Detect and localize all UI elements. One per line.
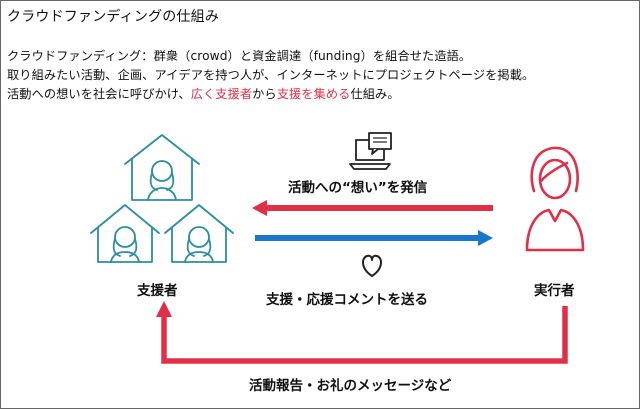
description-line-2: 取り組みたい活動、企画、アイデアを持つ人が、インターネットにプロジェクトページを… xyxy=(7,68,535,82)
flow-label-bottom: 活動報告・お礼のメッセージなど xyxy=(249,378,452,394)
flow-label-middle: 支援・応援コメントを送る xyxy=(266,292,428,308)
highlight-supporters: 広く支援者 xyxy=(190,87,253,101)
house-person-icon xyxy=(90,204,160,263)
executor-label: 実行者 xyxy=(534,283,575,299)
feedback-loop-arrow xyxy=(161,306,568,364)
flow-label-top: 活動への“想い”を発信 xyxy=(288,180,428,196)
highlight-collect-support: 支援を集める xyxy=(276,87,351,101)
person-icon xyxy=(525,146,585,252)
description-text: 仕組み。 xyxy=(350,87,400,101)
arrow-to-supporters xyxy=(252,200,493,216)
description-text: から xyxy=(252,87,277,101)
house-person-icon xyxy=(164,204,234,263)
arrow-to-executor xyxy=(255,230,493,246)
description-line-1: クラウドファンディング：群衆（crowd）と資金調達（funding）を組合せた… xyxy=(7,49,472,63)
supporters-label: 支援者 xyxy=(137,283,178,299)
description-line-3: 活動への想いを社会に呼びかけ、広く支援者から支援を集める仕組み。 xyxy=(7,84,400,102)
heart-icon xyxy=(362,254,382,277)
feedback-arrowhead xyxy=(156,301,172,317)
diagram-title: クラウドファンディングの仕組み xyxy=(7,9,220,25)
house-person-icon xyxy=(124,134,200,201)
laptop-message-icon xyxy=(349,132,392,170)
description-text: 活動への想いを社会に呼びかけ、 xyxy=(7,87,191,101)
